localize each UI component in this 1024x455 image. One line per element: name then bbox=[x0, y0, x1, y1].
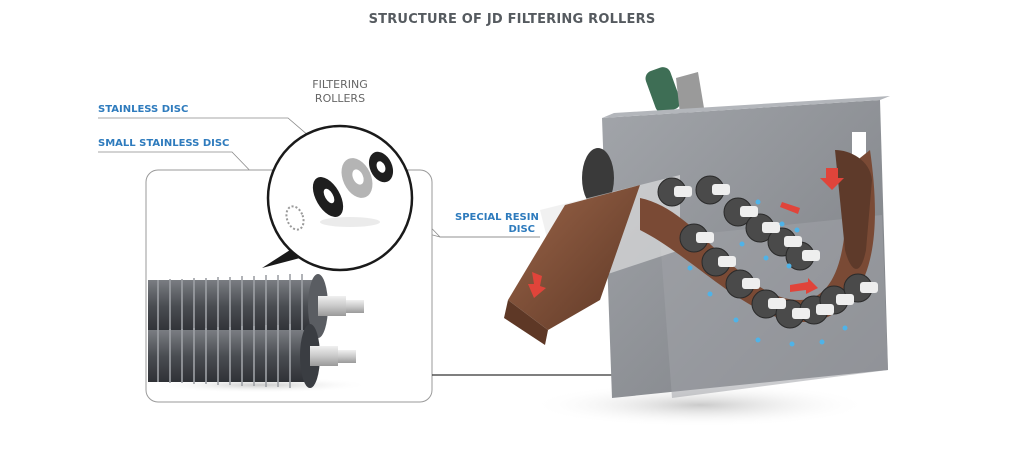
special-resin-line2: DISC bbox=[508, 224, 535, 235]
roller-pair-illustration bbox=[148, 274, 370, 393]
diagram-title: STRUCTURE OF JD FILTERING ROLLERS bbox=[368, 12, 656, 27]
flow-arrows-red bbox=[528, 168, 844, 298]
special-resin-disc-front-icon bbox=[312, 177, 344, 217]
special-resin-line1: SPECIAL RESIN bbox=[455, 212, 539, 223]
machine-roller-shafts bbox=[674, 184, 878, 319]
callout-stainless-disc: STAINLESS DISC bbox=[98, 104, 189, 115]
filter-machine-illustration bbox=[504, 67, 890, 427]
arrow-mid-icon bbox=[790, 278, 818, 294]
arrow-inlet-icon bbox=[820, 168, 844, 190]
filtering-rollers-label: FILTERING ROLLERS bbox=[305, 78, 375, 106]
motor-icon bbox=[645, 67, 704, 114]
callout-small-stainless-disc: SMALL STAINLESS DISC bbox=[98, 138, 230, 149]
arrow-top-icon bbox=[780, 202, 800, 214]
callout-special-resin-disc: SPECIAL RESIN DISC bbox=[455, 212, 539, 236]
small-stainless-disc-icon bbox=[285, 205, 305, 231]
zoom-circle bbox=[262, 124, 414, 272]
special-resin-disc-back-icon bbox=[368, 151, 394, 183]
filtering-rollers-line2: ROLLERS bbox=[314, 92, 366, 105]
arrow-outlet-icon bbox=[528, 272, 546, 298]
filtering-rollers-line1: FILTERING bbox=[312, 78, 368, 91]
stainless-disc-icon bbox=[341, 158, 373, 198]
water-drops bbox=[687, 199, 848, 347]
